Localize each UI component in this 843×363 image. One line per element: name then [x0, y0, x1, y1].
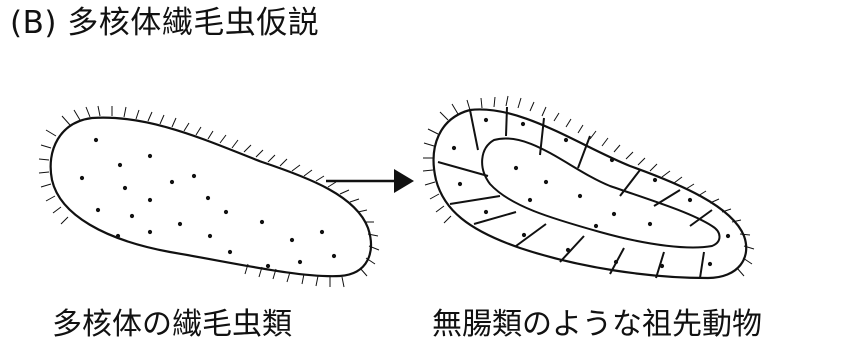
ancestor-outer-body — [434, 109, 747, 278]
ciliate-body — [51, 118, 371, 277]
ciliate-illustration — [39, 106, 379, 287]
ancestor-inner-cavity — [482, 138, 719, 247]
transition-arrow — [326, 169, 414, 193]
ancestor-cell-walls — [438, 107, 712, 278]
acoel-ancestor-illustration — [423, 96, 754, 278]
ciliate-nuclei — [80, 138, 336, 268]
ciliate-caption: 多核体の繊毛虫類 — [52, 310, 292, 340]
ancestor-caption: 無腸類のような祖先動物 — [432, 310, 762, 340]
